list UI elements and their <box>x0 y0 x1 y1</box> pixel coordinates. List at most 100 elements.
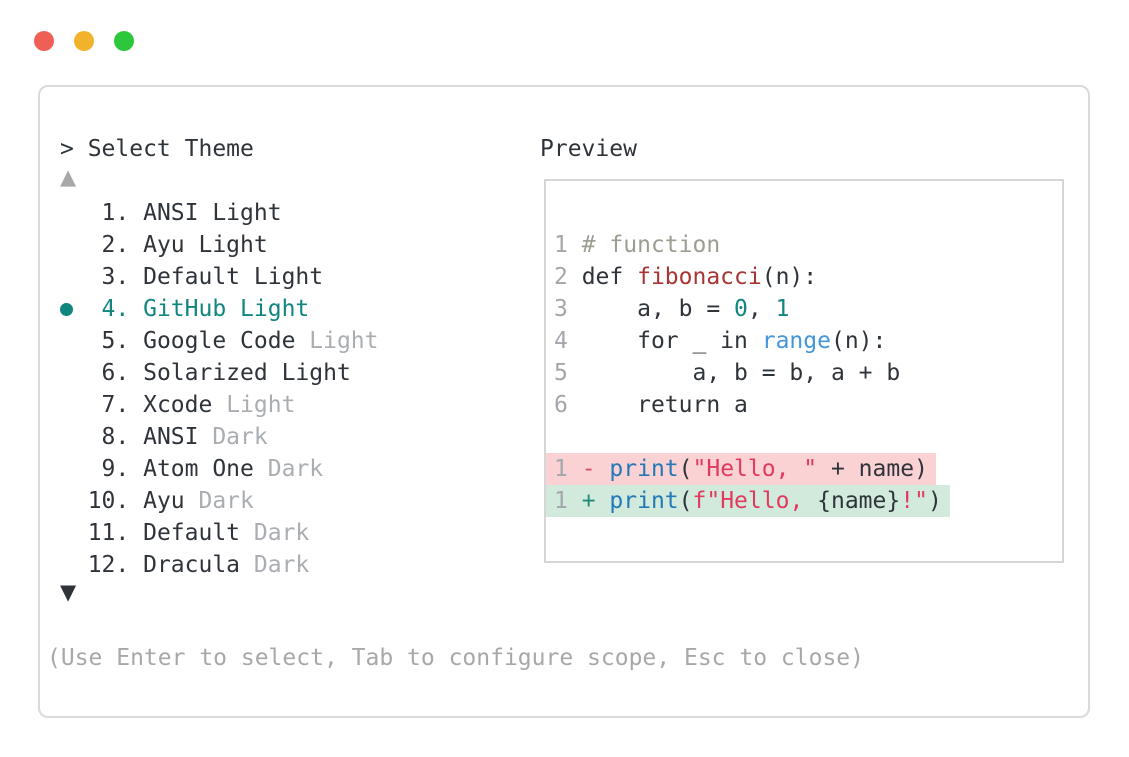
theme-option-variant: Light <box>295 328 379 354</box>
theme-option-1[interactable]: 1. ANSI Light <box>60 197 379 229</box>
theme-option-2[interactable]: 2. Ayu Light <box>60 229 379 261</box>
theme-option-label: ANSI Light <box>143 200 282 226</box>
theme-option-label: Dracula <box>143 552 241 578</box>
theme-option-number: 8. <box>60 424 144 450</box>
line-number: 6 <box>554 392 582 418</box>
line-number: 4 <box>554 328 582 354</box>
code-line: 1 # function <box>554 229 1062 261</box>
token-removed_sign: - <box>581 456 610 482</box>
selected-indicator <box>60 303 73 316</box>
token-added_sign: + <box>581 488 610 514</box>
line-number: 1 <box>554 232 582 258</box>
token-string: f"Hello, <box>692 488 818 514</box>
token-text: + name <box>817 456 915 482</box>
theme-option-number: 5. <box>60 328 144 354</box>
code-line: 4 for _ in range(n): <box>554 325 1062 357</box>
token-builtin: range <box>761 328 831 354</box>
line-number: 5 <box>554 360 582 386</box>
close-button[interactable] <box>34 31 54 51</box>
token-text: ( <box>678 456 693 482</box>
token-text: ) <box>927 488 942 514</box>
token-text: (n): <box>761 264 818 290</box>
token-text: return a <box>581 392 748 418</box>
scroll-down-arrow[interactable]: ▼ <box>60 580 77 604</box>
theme-option-label: Default <box>143 520 241 546</box>
theme-option-number: 9. <box>60 456 144 482</box>
line-number: 1 <box>554 488 582 514</box>
theme-option-11[interactable]: 11. Default Dark <box>60 517 379 549</box>
theme-option-4[interactable]: 4. GitHub Light <box>60 293 379 325</box>
token-text: a, b = <box>581 296 735 322</box>
token-text: ( <box>678 488 693 514</box>
code-line: 3 a, b = 0, 1 <box>554 293 1062 325</box>
theme-option-variant: Dark <box>198 424 268 450</box>
theme-option-number: 2. <box>60 232 144 258</box>
theme-option-variant: Dark <box>184 488 254 514</box>
theme-option-variant: Light <box>212 392 296 418</box>
zoom-button[interactable] <box>114 31 134 51</box>
added-line-highlight: 1 + print(f"Hello, {name}!") <box>546 485 950 517</box>
token-text: , <box>747 296 776 322</box>
theme-option-number: 11. <box>60 520 144 546</box>
select-theme-prompt: > Select Theme <box>60 136 254 162</box>
theme-option-number: 7. <box>60 392 144 418</box>
token-string: !" <box>900 488 928 514</box>
theme-option-label: Google Code <box>143 328 296 354</box>
code-line: 2 def fibonacci(n): <box>554 261 1062 293</box>
token-string: "Hello, " <box>692 456 818 482</box>
token-number: 0 <box>734 296 748 322</box>
theme-option-label: ANSI <box>143 424 199 450</box>
token-number: 1 <box>775 296 790 322</box>
token-text: a, b = b, a + b <box>581 360 901 386</box>
theme-option-label: Solarized Light <box>143 360 351 386</box>
code-line: 6 return a <box>554 389 1062 421</box>
token-call: print <box>609 488 679 514</box>
diff-line-removed: 1 - print("Hello, " + name) <box>546 453 1062 485</box>
theme-option-number: 4. <box>60 296 144 322</box>
theme-option-variant: Dark <box>240 552 310 578</box>
theme-option-6[interactable]: 6. Solarized Light <box>60 357 379 389</box>
theme-option-7[interactable]: 7. Xcode Light <box>60 389 379 421</box>
theme-option-number: 12. <box>60 552 144 578</box>
token-text: (n): <box>830 328 887 354</box>
theme-option-number: 1. <box>60 200 144 226</box>
theme-list: 1. ANSI Light 2. Ayu Light 3. Default Li… <box>60 197 379 581</box>
theme-option-label: Xcode <box>143 392 213 418</box>
theme-option-12[interactable]: 12. Dracula Dark <box>60 549 379 581</box>
theme-option-variant: Dark <box>240 520 310 546</box>
theme-option-8[interactable]: 8. ANSI Dark <box>60 421 379 453</box>
theme-picker-dialog: > Select Theme Preview ▲ 1. ANSI Light 2… <box>38 85 1090 718</box>
theme-option-3[interactable]: 3. Default Light <box>60 261 379 293</box>
theme-option-label: Ayu Light <box>143 232 268 258</box>
theme-option-number: 10. <box>60 488 144 514</box>
token-text: for _ in <box>581 328 762 354</box>
token-text: ) <box>914 456 928 482</box>
scroll-up-arrow[interactable]: ▲ <box>60 165 77 189</box>
line-number: 1 <box>554 456 582 482</box>
token-function_name: fibonacci <box>637 264 762 290</box>
token-comment: # function <box>581 232 721 258</box>
minimize-button[interactable] <box>74 31 94 51</box>
help-text: (Use Enter to select, Tab to configure s… <box>47 645 864 671</box>
theme-option-label: Atom One <box>143 456 254 482</box>
window-controls <box>34 31 134 51</box>
code-line <box>554 421 1062 453</box>
theme-option-label: GitHub Light <box>143 296 310 322</box>
removed-line-highlight: 1 - print("Hello, " + name) <box>546 453 936 485</box>
line-number: 2 <box>554 264 582 290</box>
theme-option-number: 6. <box>60 360 144 386</box>
theme-option-9[interactable]: 9. Atom One Dark <box>60 453 379 485</box>
token-text: def <box>581 264 638 290</box>
theme-option-10[interactable]: 10. Ayu Dark <box>60 485 379 517</box>
theme-option-label: Ayu <box>143 488 185 514</box>
preview-heading: Preview <box>540 136 637 162</box>
theme-option-5[interactable]: 5. Google Code Light <box>60 325 379 357</box>
theme-option-variant: Dark <box>253 456 324 482</box>
code-line: 5 a, b = b, a + b <box>554 357 1062 389</box>
theme-option-number: 3. <box>60 264 144 290</box>
diff-line-added: 1 + print(f"Hello, {name}!") <box>546 485 1062 517</box>
theme-option-label: Default Light <box>143 264 324 290</box>
